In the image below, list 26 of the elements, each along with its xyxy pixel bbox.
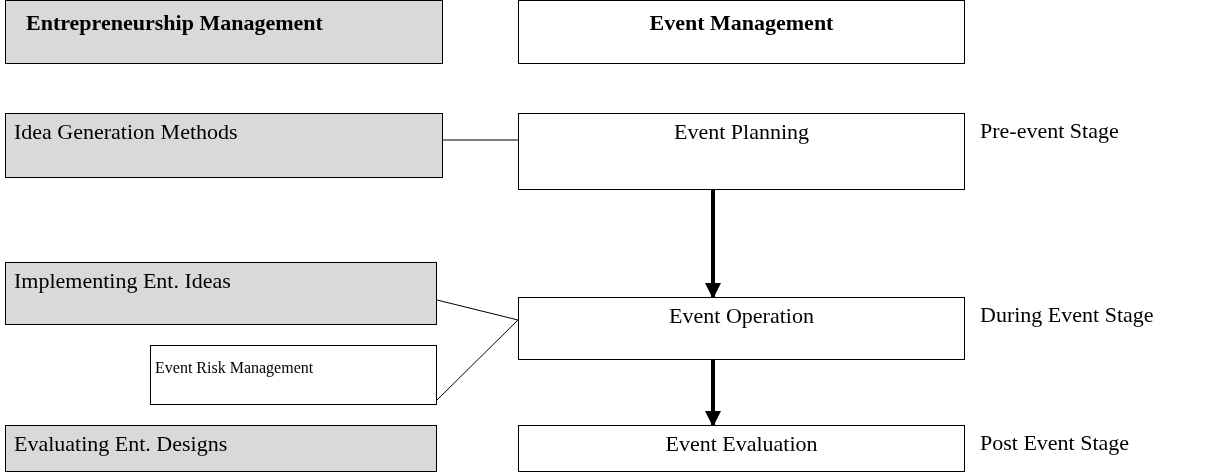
box-label: Event Evaluation xyxy=(664,430,819,458)
box-label: Event Risk Management xyxy=(155,358,315,378)
text-box xyxy=(518,425,965,472)
stage-label: Pre-event Stage xyxy=(980,117,1119,145)
text-box xyxy=(518,297,965,360)
connector-line xyxy=(442,139,519,141)
text-box xyxy=(5,113,443,178)
stage-label: During Event Stage xyxy=(980,301,1154,329)
box-label: Event Management xyxy=(648,9,835,37)
text-box xyxy=(5,0,443,64)
arrow xyxy=(705,360,721,427)
box-label: Event Operation xyxy=(668,302,815,330)
connector-line xyxy=(436,299,519,321)
box-label: Event Planning xyxy=(672,118,810,146)
text-box xyxy=(518,113,965,190)
box-label: Evaluating Ent. Designs xyxy=(14,430,229,458)
box-label: Implementing Ent. Ideas xyxy=(14,267,232,295)
arrow xyxy=(705,190,721,299)
box-label: Entrepreneurship Management xyxy=(26,9,324,37)
text-box xyxy=(150,345,437,405)
box-label: Idea Generation Methods xyxy=(14,118,239,146)
text-box xyxy=(5,262,437,325)
text-box xyxy=(5,425,437,472)
text-box xyxy=(518,0,965,64)
stage-label: Post Event Stage xyxy=(980,429,1130,457)
connector-line xyxy=(436,319,519,401)
